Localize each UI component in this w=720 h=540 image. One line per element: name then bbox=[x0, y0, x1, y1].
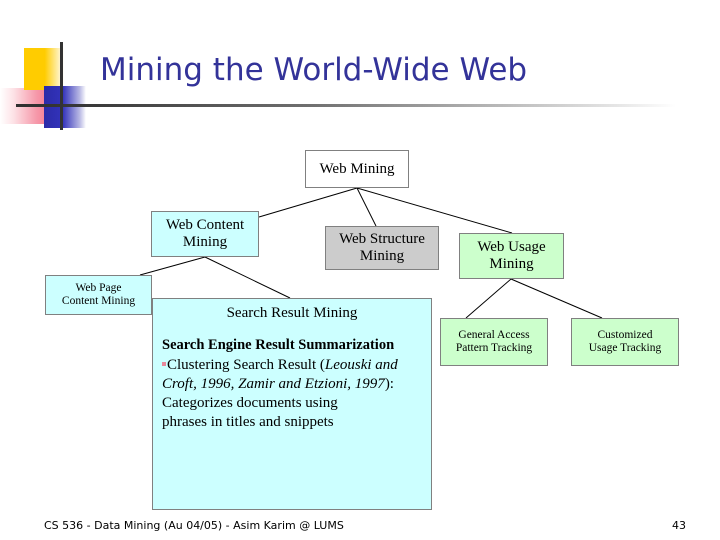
node-web-mining-label: Web Mining bbox=[319, 160, 395, 177]
node-general-access-line1: General Access bbox=[458, 329, 530, 342]
node-general-access-pattern-tracking[interactable]: General Access Pattern Tracking bbox=[440, 318, 548, 366]
node-customized-usage-label: Customized Usage Tracking bbox=[589, 329, 662, 355]
decoration-vertical-rule bbox=[60, 42, 63, 130]
node-web-content-mining-line1: Web Content bbox=[165, 217, 245, 234]
edge-webmining-to-webstructure bbox=[356, 187, 377, 227]
search-result-mining-subheading: Search Engine Result Summarization bbox=[162, 337, 395, 353]
node-web-content-mining-label: Web Content Mining bbox=[166, 217, 244, 251]
node-web-mining[interactable]: Web Mining bbox=[305, 150, 409, 188]
node-customized-usage-line1: Customized bbox=[597, 329, 653, 342]
footer-course-info: CS 536 - Data Mining (Au 04/05) - Asim K… bbox=[44, 519, 344, 532]
search-result-mining-description-line1: Categorizes documents using bbox=[162, 395, 338, 412]
node-web-usage-mining-line2: Mining bbox=[489, 256, 534, 272]
page-title: Mining the World-Wide Web bbox=[100, 52, 528, 88]
node-web-usage-mining[interactable]: Web Usage Mining bbox=[459, 233, 564, 279]
node-web-page-content-mining-line1: Web Page bbox=[75, 282, 122, 295]
node-web-structure-mining[interactable]: Web Structure Mining bbox=[325, 226, 439, 270]
title-decoration bbox=[0, 42, 676, 130]
search-result-mining-bullet-suffix: ): bbox=[384, 375, 394, 392]
search-result-mining-citation: Leouski and Croft, 1996, Zamir and Etzio… bbox=[162, 356, 398, 392]
search-result-mining-description: Categorizes documents using phrases in t… bbox=[162, 394, 422, 431]
edge-webusage-to-customizedusage bbox=[510, 278, 603, 319]
node-general-access-label: General Access Pattern Tracking bbox=[456, 329, 532, 355]
decoration-horizontal-rule bbox=[16, 104, 676, 107]
node-customized-usage-line2: Usage Tracking bbox=[588, 342, 662, 354]
node-web-page-content-mining-line2: Content Mining bbox=[61, 295, 136, 307]
search-result-mining-description-line2: phrases in titles and snippets bbox=[162, 413, 334, 430]
node-web-structure-mining-label: Web Structure Mining bbox=[339, 231, 425, 265]
square-bullet-icon bbox=[162, 361, 166, 366]
search-result-mining-body: Search Engine Result Summarization Clust… bbox=[153, 337, 431, 431]
search-result-mining-bullet-prefix: Clustering Search Result ( bbox=[167, 356, 325, 373]
node-web-content-mining-line2: Mining bbox=[182, 234, 228, 250]
edge-webcontent-to-webpagecontent bbox=[139, 256, 206, 276]
node-web-page-content-mining[interactable]: Web Page Content Mining bbox=[45, 275, 152, 315]
decoration-yellow-block bbox=[24, 48, 64, 90]
search-result-mining-heading: Search Result Mining bbox=[226, 305, 358, 321]
node-web-structure-mining-line2: Mining bbox=[359, 248, 405, 264]
edge-webmining-to-webusage bbox=[356, 187, 513, 234]
decoration-blue-block bbox=[44, 86, 86, 128]
footer-page-number: 43 bbox=[672, 519, 686, 532]
node-general-access-line2: Pattern Tracking bbox=[455, 342, 533, 354]
node-web-usage-mining-label: Web Usage Mining bbox=[477, 239, 545, 273]
edge-webusage-to-generalaccess bbox=[465, 278, 512, 319]
edge-webcontent-to-searchresult bbox=[204, 256, 291, 299]
node-customized-usage-tracking[interactable]: Customized Usage Tracking bbox=[571, 318, 679, 366]
node-web-structure-mining-line1: Web Structure bbox=[339, 231, 425, 248]
search-result-mining-bullet-item: Clustering Search Result (Leouski and Cr… bbox=[162, 356, 422, 393]
node-web-usage-mining-line1: Web Usage bbox=[477, 239, 546, 256]
node-web-content-mining[interactable]: Web Content Mining bbox=[151, 211, 259, 257]
edge-webmining-to-webcontent bbox=[258, 187, 358, 218]
node-search-result-mining[interactable]: Search Result Mining Search Engine Resul… bbox=[152, 298, 432, 510]
node-web-page-content-mining-label: Web Page Content Mining bbox=[62, 282, 135, 308]
